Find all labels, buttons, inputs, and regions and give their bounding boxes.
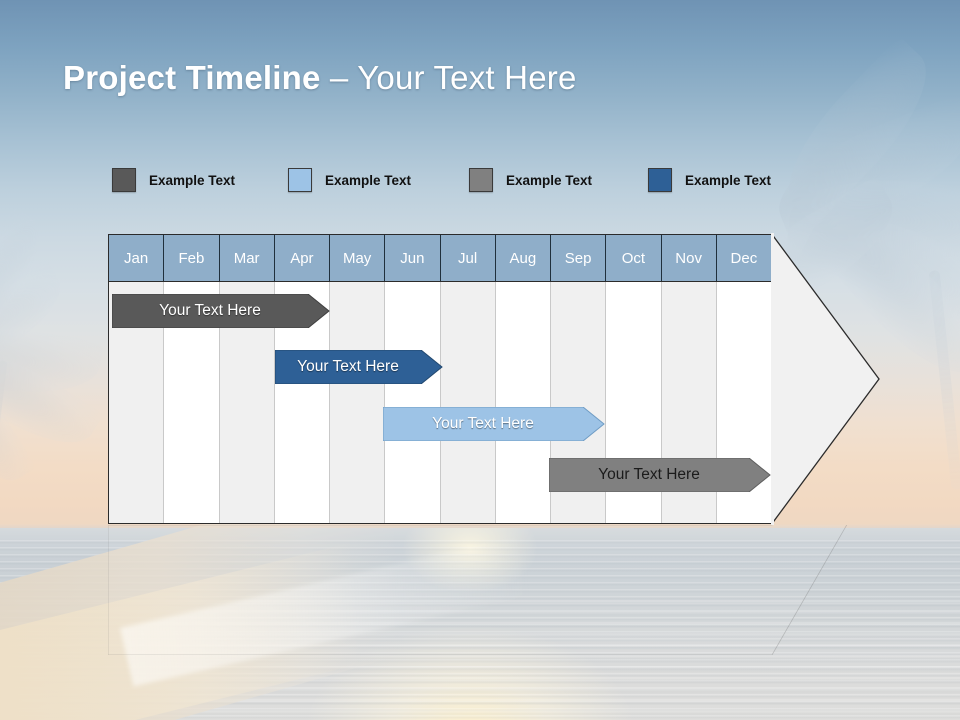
month-header-jan[interactable]: Jan bbox=[109, 235, 165, 281]
month-header-oct[interactable]: Oct bbox=[606, 235, 662, 281]
month-header-dec[interactable]: Dec bbox=[716, 235, 771, 281]
legend-label-3: Example Text bbox=[506, 172, 593, 188]
legend-swatch-light-blue bbox=[288, 168, 312, 192]
column-stripe bbox=[495, 235, 551, 523]
task-bar-1[interactable]: Your Text Here bbox=[112, 294, 330, 328]
month-header-mar[interactable]: Mar bbox=[219, 235, 275, 281]
column-separators bbox=[109, 282, 771, 523]
task-bar-3[interactable]: Your Text Here bbox=[383, 407, 605, 441]
legend-swatch-dark-blue bbox=[648, 168, 672, 192]
task-bar-4[interactable]: Your Text Here bbox=[549, 458, 771, 492]
legend-label-4: Example Text bbox=[685, 172, 772, 188]
legend-label-1: Example Text bbox=[149, 172, 236, 188]
legend-item-3[interactable]: Example Text bbox=[469, 168, 592, 192]
task-bar-3-label: Your Text Here bbox=[432, 415, 534, 432]
month-header-row: Jan Feb Mar Apr May Jun Jul Aug Sep Oct … bbox=[109, 235, 771, 281]
month-header-apr[interactable]: Apr bbox=[274, 235, 330, 281]
title-regular-part: Your Text Here bbox=[357, 59, 577, 96]
month-header-aug[interactable]: Aug bbox=[495, 235, 551, 281]
column-stripe bbox=[219, 235, 275, 523]
timeline-chart: Jan Feb Mar Apr May Jun Jul Aug Sep Oct … bbox=[108, 233, 881, 525]
header-underline bbox=[109, 281, 771, 283]
month-header-feb[interactable]: Feb bbox=[164, 235, 220, 281]
month-header-jun[interactable]: Jun bbox=[385, 235, 441, 281]
column-stripe bbox=[109, 235, 165, 523]
month-header-nov[interactable]: Nov bbox=[661, 235, 717, 281]
legend-swatch-dark-gray bbox=[112, 168, 136, 192]
timeline-arrow-reflection bbox=[108, 525, 883, 655]
column-stripe bbox=[164, 235, 220, 523]
page-title: Project Timeline – Your Text Here bbox=[63, 59, 577, 97]
legend-item-1[interactable]: Example Text bbox=[112, 168, 235, 192]
title-dash: – bbox=[320, 59, 358, 96]
month-header-sep[interactable]: Sep bbox=[551, 235, 607, 281]
task-bar-2-label: Your Text Here bbox=[297, 358, 399, 375]
column-stripe bbox=[440, 235, 496, 523]
legend-swatch-gray bbox=[469, 168, 493, 192]
task-bar-1-label: Your Text Here bbox=[159, 302, 261, 319]
month-header-may[interactable]: May bbox=[330, 235, 386, 281]
task-bar-4-label: Your Text Here bbox=[598, 466, 700, 483]
legend-item-2[interactable]: Example Text bbox=[288, 168, 411, 192]
timeline-arrow-body: Jan Feb Mar Apr May Jun Jul Aug Sep Oct … bbox=[108, 234, 773, 524]
legend-label-2: Example Text bbox=[325, 172, 412, 188]
title-bold-part: Project Timeline bbox=[63, 59, 321, 96]
legend-item-4[interactable]: Example Text bbox=[648, 168, 771, 192]
timeline-arrow-head bbox=[771, 233, 881, 525]
month-header-jul[interactable]: Jul bbox=[440, 235, 496, 281]
task-bar-2[interactable]: Your Text Here bbox=[275, 350, 443, 384]
